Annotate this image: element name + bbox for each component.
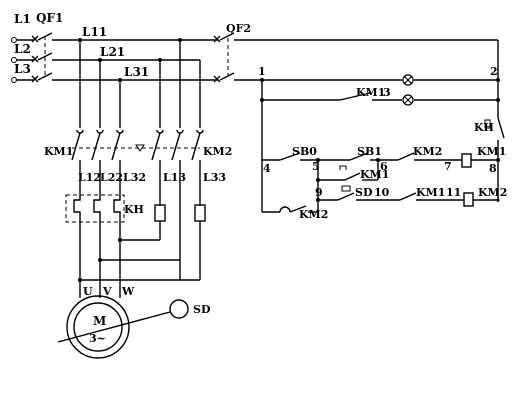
terminal-l3 [11, 77, 17, 83]
node-4: 4 [263, 162, 271, 175]
km1-nc-label: KM1 [416, 186, 445, 199]
node-8: 8 [489, 162, 497, 175]
motor-symbol: M [93, 314, 106, 328]
sd-contact-label: SD [355, 186, 373, 199]
terminal-label-u: U [83, 285, 93, 298]
interlock-marker [135, 144, 145, 152]
breaker-qf2-label: QF2 [226, 22, 251, 35]
coil-km2-label: KM2 [478, 186, 507, 199]
coil-km1 [461, 153, 472, 168]
km1-main-label: KM1 [44, 145, 73, 158]
sb0-label: SB0 [292, 145, 317, 158]
resistor-l33 [194, 204, 206, 222]
motor-inner-circle [73, 302, 123, 352]
motor: U V W M 3~ SD [57, 285, 211, 359]
control-circuit: QF2 1 2 KM1 3 [213, 22, 507, 221]
breaker-qf1-label: QF1 [36, 11, 63, 25]
resistor-l13 [154, 204, 166, 222]
line-label-l22: L22 [100, 171, 123, 184]
motor-tilde: 3~ [89, 332, 106, 345]
overload-relay-kh: KH [65, 194, 144, 223]
sb1-label: SB1 [357, 145, 382, 158]
node-7: 7 [444, 160, 452, 173]
line-label-l13: L13 [163, 171, 186, 184]
coil-km2 [463, 192, 474, 207]
line-label-l12: L12 [78, 171, 101, 184]
km2-hold-label: KM2 [299, 208, 328, 221]
km2-main-label: KM2 [203, 145, 232, 158]
phase-label-l3: L3 [14, 62, 31, 76]
breaker-qf1 [31, 32, 53, 83]
phase-label-l2: L2 [14, 42, 31, 56]
node-5: 5 [312, 160, 320, 173]
coil-km1-label: KM1 [477, 145, 506, 158]
node-10: 10 [374, 186, 390, 199]
phase-label-l1: L1 [14, 12, 31, 26]
bus-label-l31: L31 [124, 65, 149, 79]
node-3: 3 [383, 86, 391, 99]
line-label-l33: L33 [203, 171, 226, 184]
sd-sensor [169, 299, 189, 319]
terminal-l1 [11, 37, 17, 43]
bus-label-l21: L21 [100, 45, 125, 59]
contactor-km2-main: KM2 [151, 40, 232, 280]
bus-label-l11: L11 [82, 25, 107, 39]
node-2: 2 [490, 65, 498, 78]
power-supply: L1 L2 L3 QF1 L11 L21 L31 [11, 11, 218, 83]
sd-contact-marker [341, 185, 351, 192]
terminal-label-v: V [102, 285, 112, 298]
node-9: 9 [315, 186, 323, 199]
contactor-km1-main: KM1 [44, 40, 124, 195]
kh-aux-label: KH [474, 121, 494, 134]
node-6: 6 [380, 160, 388, 173]
node-11: 11 [446, 186, 461, 199]
km1-hold-label: KM1 [360, 168, 389, 181]
terminal-label-w: W [121, 285, 135, 298]
node-1: 1 [258, 65, 266, 78]
line-label-l32: L32 [123, 171, 146, 184]
km1-aux-label-lamp: KM1 [356, 86, 385, 99]
motor-shaft [57, 311, 171, 343]
kh-label: KH [124, 203, 144, 216]
terminal-l2 [11, 57, 17, 63]
sd-sensor-label: SD [193, 303, 211, 316]
km2-nc-label: KM2 [413, 145, 442, 158]
motor-outer-circle [66, 295, 130, 359]
